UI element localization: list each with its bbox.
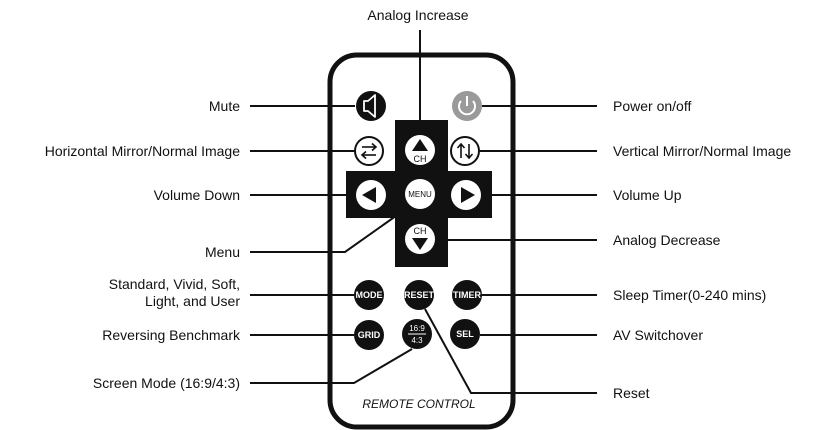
swap-horizontal-icon <box>360 142 378 160</box>
triangle-left-icon <box>362 187 376 203</box>
ch-down-button[interactable]: CH <box>405 224 435 254</box>
power-icon <box>458 96 476 116</box>
aspect-ratio-button[interactable]: 16:9 4:3 <box>402 319 432 349</box>
sel-button[interactable]: SEL <box>450 319 480 349</box>
power-button[interactable] <box>452 91 482 121</box>
label-menu: Menu <box>205 244 240 260</box>
menu-button[interactable]: MENU <box>405 179 435 209</box>
timer-button-label: TIMER <box>453 290 481 300</box>
label-reset: Reset <box>613 385 650 401</box>
mode-button[interactable]: MODE <box>354 280 384 310</box>
reset-button-label: RESET <box>404 290 435 300</box>
label-volume-down: Volume Down <box>154 187 240 203</box>
aspect-ratio-bottom-label: 4:3 <box>411 336 423 345</box>
reset-button[interactable]: RESET <box>404 280 435 310</box>
label-h-mirror: Horizontal Mirror/Normal Image <box>45 143 240 159</box>
leader-reset <box>424 308 597 394</box>
sel-button-label: SEL <box>456 329 474 339</box>
menu-button-label: MENU <box>408 190 432 199</box>
label-analog-increase: Analog Increase <box>367 7 468 23</box>
label-av-switch: AV Switchover <box>613 327 703 343</box>
ch-up-button[interactable]: CH <box>405 135 435 165</box>
mute-button[interactable] <box>356 91 386 121</box>
remote-caption: REMOTE CONTROL <box>362 397 475 411</box>
leader-menu <box>250 205 411 253</box>
horizontal-mirror-button[interactable] <box>354 136 384 166</box>
label-volume-up: Volume Up <box>613 187 682 203</box>
volume-down-button[interactable] <box>356 180 386 210</box>
label-reversing: Reversing Benchmark <box>102 327 241 343</box>
label-mute: Mute <box>209 98 240 114</box>
triangle-up-icon <box>412 139 428 151</box>
ch-down-label: CH <box>414 226 427 236</box>
swap-vertical-icon <box>456 142 474 160</box>
label-sleep-timer: Sleep Timer(0-240 mins) <box>613 287 766 303</box>
label-screen-mode: Screen Mode (16:9/4:3) <box>93 375 240 391</box>
label-analog-decrease: Analog Decrease <box>613 232 721 248</box>
grid-button[interactable]: GRID <box>354 320 384 350</box>
triangle-right-icon <box>461 187 475 203</box>
label-v-mirror: Vertical Mirror/Normal Image <box>613 143 791 159</box>
aspect-ratio-top-label: 16:9 <box>409 324 425 333</box>
vertical-mirror-button[interactable] <box>450 136 480 166</box>
timer-button[interactable]: TIMER <box>452 280 482 310</box>
volume-up-button[interactable] <box>451 180 481 210</box>
grid-button-label: GRID <box>358 330 381 340</box>
label-power: Power on/off <box>613 98 691 114</box>
mode-button-label: MODE <box>356 290 383 300</box>
label-mode-line1: Standard, Vivid, Soft, <box>109 276 240 292</box>
speaker-icon <box>363 94 376 118</box>
leader-screen-mode <box>250 348 413 384</box>
ch-up-label: CH <box>414 154 427 164</box>
label-mode-line2: Light, and User <box>145 293 240 309</box>
triangle-down-icon <box>412 238 428 250</box>
